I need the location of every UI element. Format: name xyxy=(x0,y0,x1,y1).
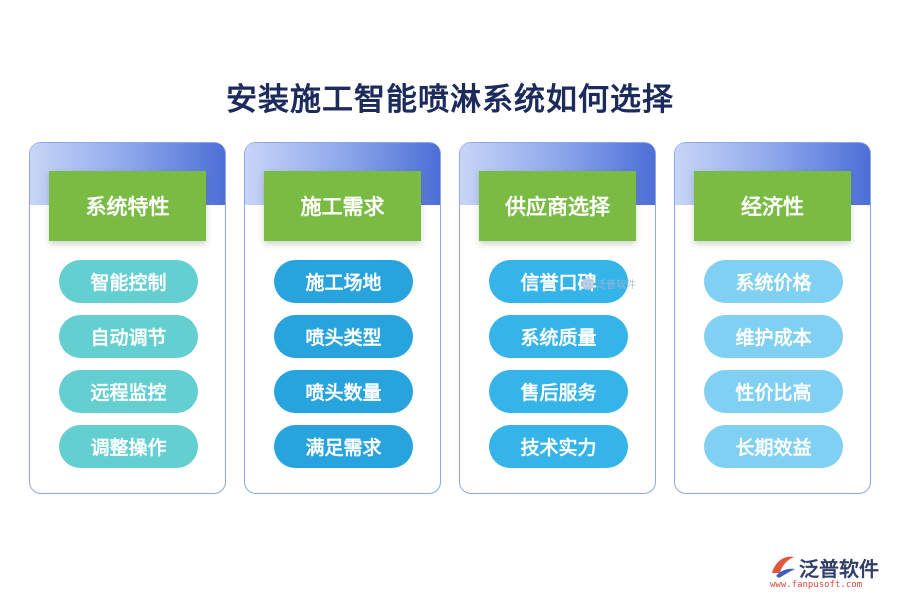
criterion-pill: 系统质量 xyxy=(489,315,628,358)
watermark-logo-icon xyxy=(582,277,594,290)
criterion-pill: 信誉口碑 xyxy=(489,260,628,303)
criterion-pill: 智能控制 xyxy=(59,260,198,303)
criterion-pill: 施工场地 xyxy=(274,260,413,303)
category-header: 施工需求 xyxy=(264,171,421,241)
criterion-pill: 自动调节 xyxy=(59,315,198,358)
category-card-construction-needs: 施工需求 施工场地 喷头类型 喷头数量 满足需求 xyxy=(244,142,441,494)
criterion-pill: 维护成本 xyxy=(704,315,843,358)
category-card-economy: 经济性 系统价格 维护成本 性价比高 长期效益 xyxy=(674,142,871,494)
criterion-pill: 长期效益 xyxy=(704,425,843,468)
category-card-supplier-selection: 供应商选择 信誉口碑 系统质量 售后服务 技术实力 xyxy=(459,142,656,494)
logo-name: 泛普软件 xyxy=(799,557,879,581)
category-header: 系统特性 xyxy=(49,171,206,241)
criterion-pill: 喷头类型 xyxy=(274,315,413,358)
category-card-system-features: 系统特性 智能控制 自动调节 远程监控 调整操作 xyxy=(29,142,226,494)
criterion-pill: 喷头数量 xyxy=(274,370,413,413)
criterion-pill: 远程监控 xyxy=(59,370,198,413)
logo-url: www.fanpusoft.com xyxy=(770,580,863,590)
brand-logo: 泛普软件 www.fanpusoft.com xyxy=(769,551,889,593)
watermark: 泛普软件 xyxy=(582,276,636,291)
category-header: 经济性 xyxy=(694,171,851,241)
criterion-pill: 售后服务 xyxy=(489,370,628,413)
criterion-pill: 调整操作 xyxy=(59,425,198,468)
page-title: 安装施工智能喷淋系统如何选择 xyxy=(226,82,674,118)
category-header: 供应商选择 xyxy=(479,171,636,241)
criterion-pill: 系统价格 xyxy=(704,260,843,303)
fanpu-logo-icon xyxy=(772,556,795,578)
criterion-pill: 性价比高 xyxy=(704,370,843,413)
criterion-pill: 满足需求 xyxy=(274,425,413,468)
criterion-pill: 技术实力 xyxy=(489,425,628,468)
